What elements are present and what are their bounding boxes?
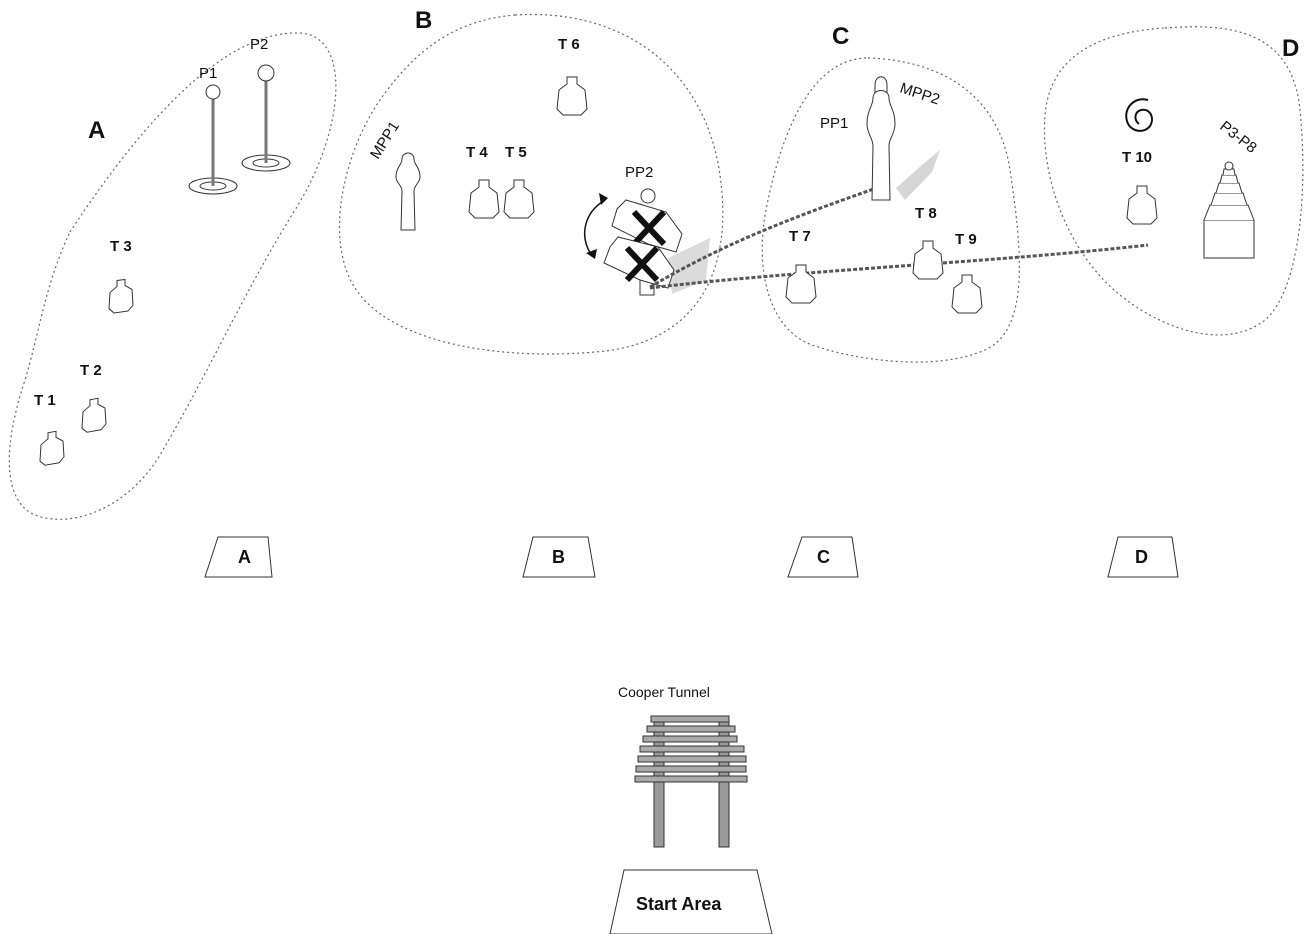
popper-p1-label: P1 [199,65,217,82]
zone-b-label: B [415,7,432,34]
target-t8-label: T 8 [915,205,937,222]
pp1-label: PP1 [820,115,848,132]
target-t2-label: T 2 [80,362,102,379]
start-area-label: Start Area [636,894,722,914]
cooper-tunnel [634,715,748,848]
target-t9 [951,274,983,314]
mpp1-label: MPP1 [367,118,403,162]
target-t7-label: T 7 [789,228,811,245]
svg-text:C: C [817,547,830,567]
pp2-swinger [603,188,710,296]
target-t5-label: T 5 [505,144,527,161]
target-t7 [785,264,817,304]
target-t8 [912,240,944,280]
popper-p1 [188,84,238,195]
target-t5 [503,179,535,219]
zone-a-label: A [88,117,105,144]
target-t1 [39,429,65,467]
zone-b-boundary [339,13,724,355]
target-t6-label: T 6 [558,36,580,53]
target-t3 [108,277,134,315]
target-t4 [468,179,500,219]
popper-p2 [241,64,291,172]
target-t10-label: T 10 [1122,149,1152,166]
svg-text:B: B [552,547,565,567]
target-t10 [1126,185,1158,225]
target-t4-label: T 4 [466,144,488,161]
shooting-box-b: B [522,536,596,578]
zone-c-boundary [761,57,1020,363]
target-t6 [556,76,588,116]
chain-main [649,243,1149,290]
shooting-box-c: C [787,536,859,578]
popper-p2-label: P2 [250,36,268,53]
zone-d-boundary [1043,26,1304,336]
swing-arrow-icon [583,193,608,259]
target-t1-label: T 1 [34,392,56,409]
mpp1-figure [395,152,421,231]
shooting-box-d: D [1107,536,1179,578]
cooper-tunnel-label: Cooper Tunnel [618,684,710,700]
zone-c-label: C [832,23,849,50]
chain-pp1 [649,184,883,289]
p3-p8-poppers [1203,161,1255,259]
pp2-label: PP2 [625,164,653,181]
shooting-box-a: A [204,536,273,578]
p3-p8-label: P3-P8 [1217,118,1260,157]
spiral-icon [1125,98,1153,132]
svg-text:D: D [1135,547,1148,567]
target-t3-label: T 3 [110,238,132,255]
zone-a-boundary [8,32,337,520]
zone-d-label: D [1282,35,1299,62]
svg-text:A: A [238,547,251,567]
start-area-box: Start Area [609,869,773,934]
target-t9-label: T 9 [955,231,977,248]
target-t2 [81,396,107,434]
pp1-mpp2-figure [866,76,940,201]
mpp2-label: MPP2 [898,80,942,109]
